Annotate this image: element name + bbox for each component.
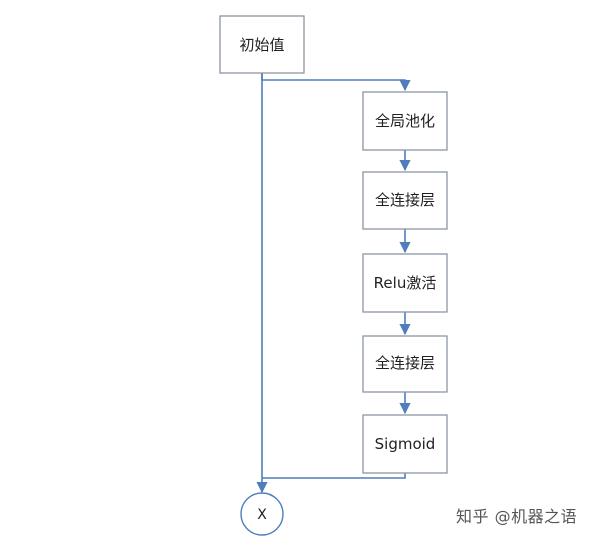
edge-init-to-gap — [261, 73, 411, 92]
node-global-pooling-label: 全局池化 — [375, 112, 435, 130]
node-relu-activation-label: Relu激活 — [374, 274, 437, 292]
node-relu-activation: Relu激活 — [362, 253, 448, 313]
node-initial-value-label: 初始值 — [239, 36, 284, 54]
node-sigmoid-label: Sigmoid — [375, 435, 436, 453]
node-fully-connected-1-label: 全连接层 — [375, 191, 435, 209]
edge-sigmoid-to-merge — [262, 473, 406, 479]
node-initial-value: 初始值 — [219, 15, 305, 74]
node-sigmoid: Sigmoid — [362, 414, 448, 474]
node-fully-connected-2-label: 全连接层 — [375, 354, 435, 372]
node-fully-connected-1: 全连接层 — [362, 171, 448, 230]
node-fully-connected-2: 全连接层 — [362, 335, 448, 393]
node-multiply-label: X — [257, 507, 267, 523]
node-multiply: X — [240, 492, 284, 536]
node-global-pooling: 全局池化 — [362, 91, 448, 151]
watermark-text: 知乎 @机器之语 — [456, 507, 578, 526]
